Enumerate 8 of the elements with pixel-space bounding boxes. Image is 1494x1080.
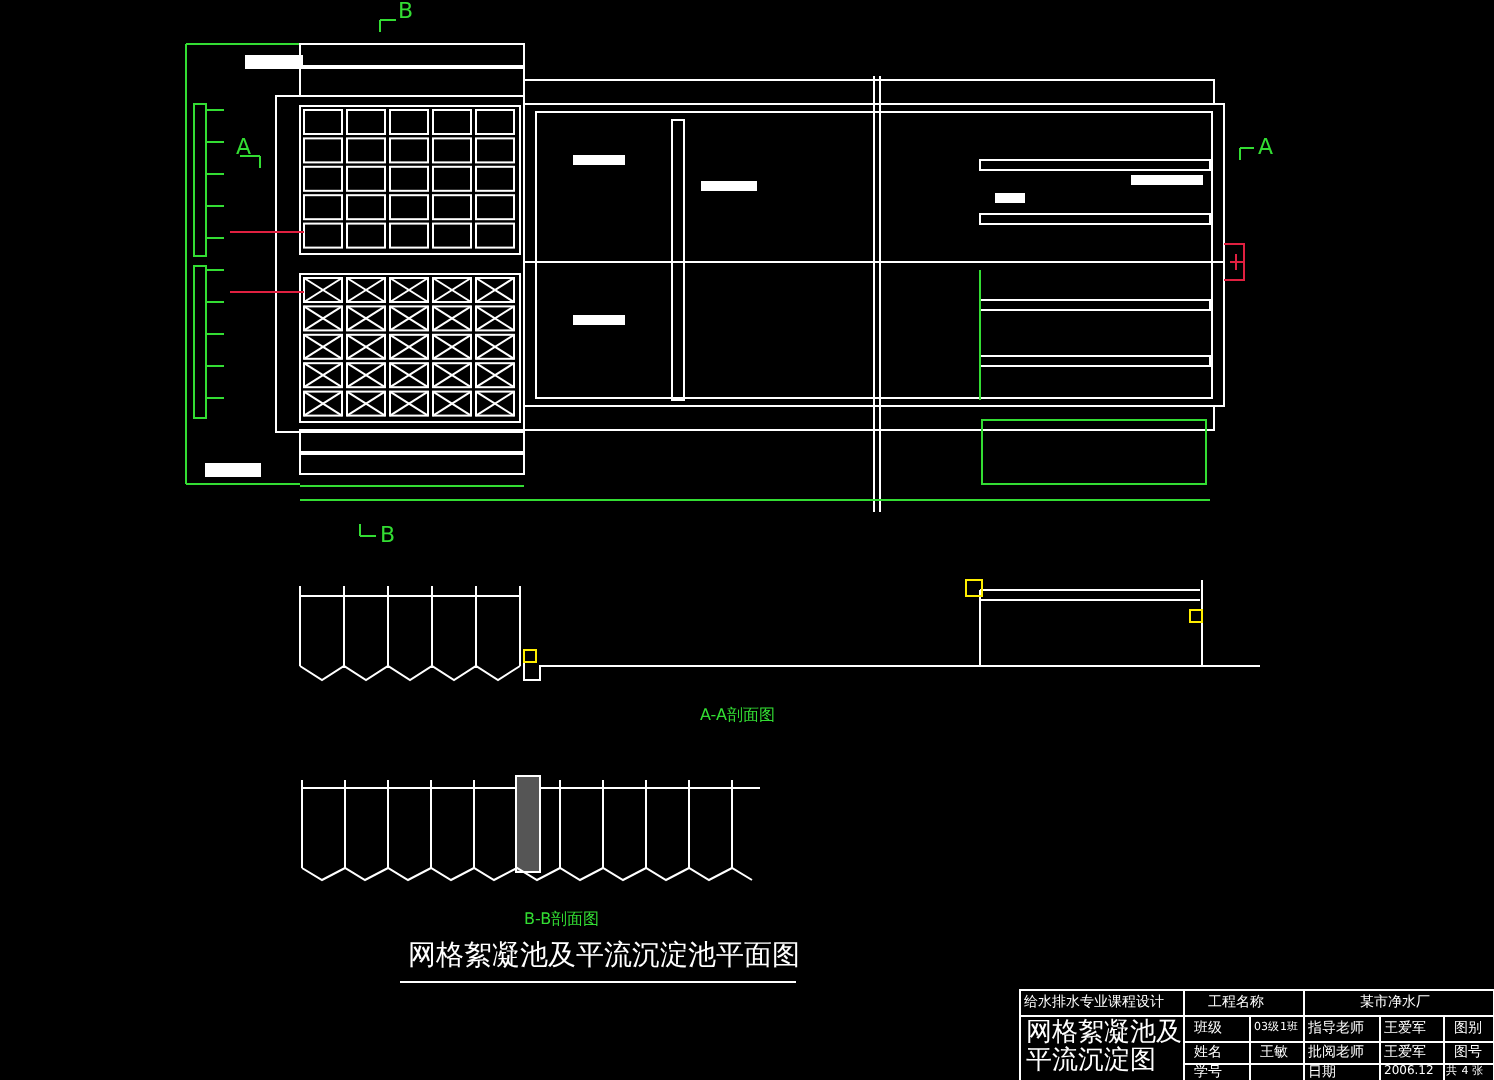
title-block-text: 网格絮凝池及平流沉淀图 [1026, 1020, 1182, 1076]
section-label: B-B剖面图 [524, 912, 600, 928]
section-mark: A [1258, 136, 1274, 158]
section-mark: B [380, 524, 396, 546]
section-label: A-A剖面图 [700, 708, 775, 724]
section-mark: B [398, 0, 414, 22]
section-mark: A [236, 136, 252, 158]
drawing-title: 网格絮凝池及平流沉淀池平面图 [408, 942, 800, 970]
